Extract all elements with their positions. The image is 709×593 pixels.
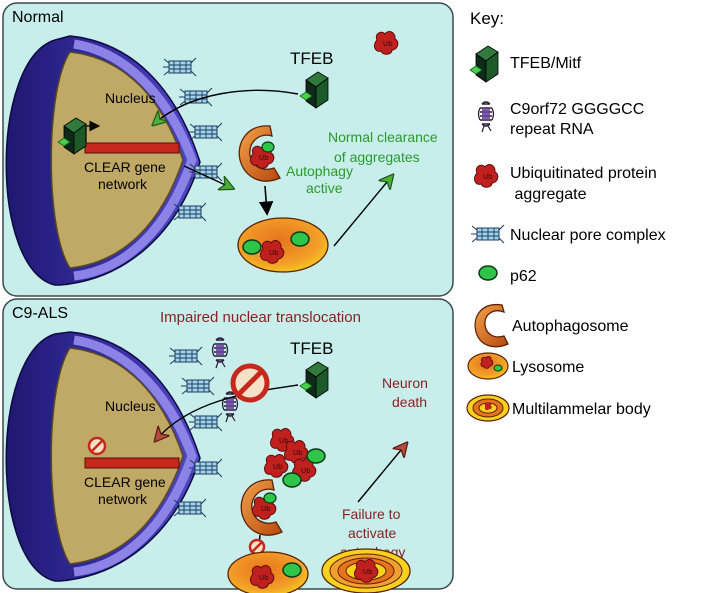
p62-icon	[478, 265, 498, 281]
normal-panel-title: Normal	[12, 9, 64, 26]
normal-clear-gene-bar	[84, 142, 180, 154]
als-p62-2	[282, 472, 302, 488]
als-nucleus	[50, 347, 184, 565]
als-gene-block-icon	[87, 436, 107, 456]
tfeb-icon	[469, 45, 499, 83]
als-lysosome-p62	[282, 562, 302, 578]
als-p62-1	[306, 448, 326, 464]
normal-envelope-rim	[73, 39, 197, 281]
key-label-pore: Nuclear pore complex	[510, 227, 666, 244]
normal-clear-label-1: CLEAR gene	[84, 159, 166, 175]
als-envelope-rim	[73, 335, 197, 577]
als-nucleus-label: Nucleus	[105, 398, 156, 414]
lysosome-icon	[467, 352, 509, 380]
key-label-autophagosome: Autophagosome	[512, 318, 629, 335]
autophagosome-icon	[474, 303, 509, 348]
als-panel-title: C9-ALS	[12, 305, 68, 322]
key-label-rna-1: C9orf72 GGGGCC	[510, 101, 644, 118]
als-p62-in-autophagosome	[263, 492, 277, 504]
als-clear-label-2: network	[98, 491, 148, 507]
aggregate-icon	[473, 164, 499, 188]
normal-clearance-label-2: of aggregates	[334, 149, 420, 165]
normal-tfeb-label: TFEB	[290, 49, 333, 68]
normal-autophagosome-to-lysosome-arrow	[258, 185, 274, 216]
als-failure-label-2: activate	[348, 525, 396, 541]
rna-icon	[477, 101, 495, 133]
key-label-aggregate-2: aggregate	[510, 186, 587, 203]
key-label-multilammelar: Multilammelar body	[512, 401, 651, 418]
normal-clearance-label-1: Normal clearance	[328, 129, 438, 145]
als-clear-label-1: CLEAR gene	[84, 474, 166, 490]
als-neuron-label-1: Neuron	[382, 375, 428, 391]
key-label-p62: p62	[510, 268, 537, 285]
normal-autophagy-label-2: active	[306, 180, 343, 196]
key-title: Key:	[470, 9, 504, 28]
multilammelar-icon	[466, 394, 510, 422]
key-label-tfeb: TFEB/Mitf	[510, 55, 582, 72]
normal-autophagy-label-1: Autophagy	[286, 163, 353, 179]
normal-nucleus	[50, 51, 184, 269]
als-tfeb-label: TFEB	[290, 339, 333, 358]
normal-lysosome-p62-2	[290, 231, 310, 247]
normal-gene-to-autophagy-arrow	[183, 165, 232, 188]
als-neuron-label-2: death	[392, 394, 427, 410]
als-neuron-death-arrow	[357, 444, 406, 503]
normal-transcription-arrow	[85, 120, 101, 142]
als-clear-gene-bar	[84, 457, 180, 469]
als-impaired-label: Impaired nuclear translocation	[160, 309, 361, 326]
als-multilamellar-body	[321, 548, 411, 593]
als-failure-label-1: Failure to	[342, 506, 401, 522]
normal-nucleus-label: Nucleus	[105, 90, 156, 106]
als-autophagosome	[240, 479, 283, 536]
normal-lysosome	[237, 217, 329, 273]
pore-icon	[470, 224, 505, 244]
normal-tfeb-import-arrow	[154, 89, 299, 124]
als-translocation-block-icon	[230, 363, 270, 403]
key-label-rna-2: repeat RNA	[510, 121, 594, 138]
als-tfeb-import-arrow	[156, 384, 299, 440]
normal-lysosome-p62-1	[242, 239, 262, 255]
normal-autophagosome	[238, 125, 281, 182]
key-label-aggregate-1: Ubiquitinated protein	[510, 165, 657, 182]
key-label-lysosome: Lysosome	[512, 359, 584, 376]
normal-clearance-arrow	[333, 176, 392, 247]
normal-clear-label-2: network	[98, 176, 148, 192]
normal-p62-in-autophagosome	[261, 141, 275, 153]
